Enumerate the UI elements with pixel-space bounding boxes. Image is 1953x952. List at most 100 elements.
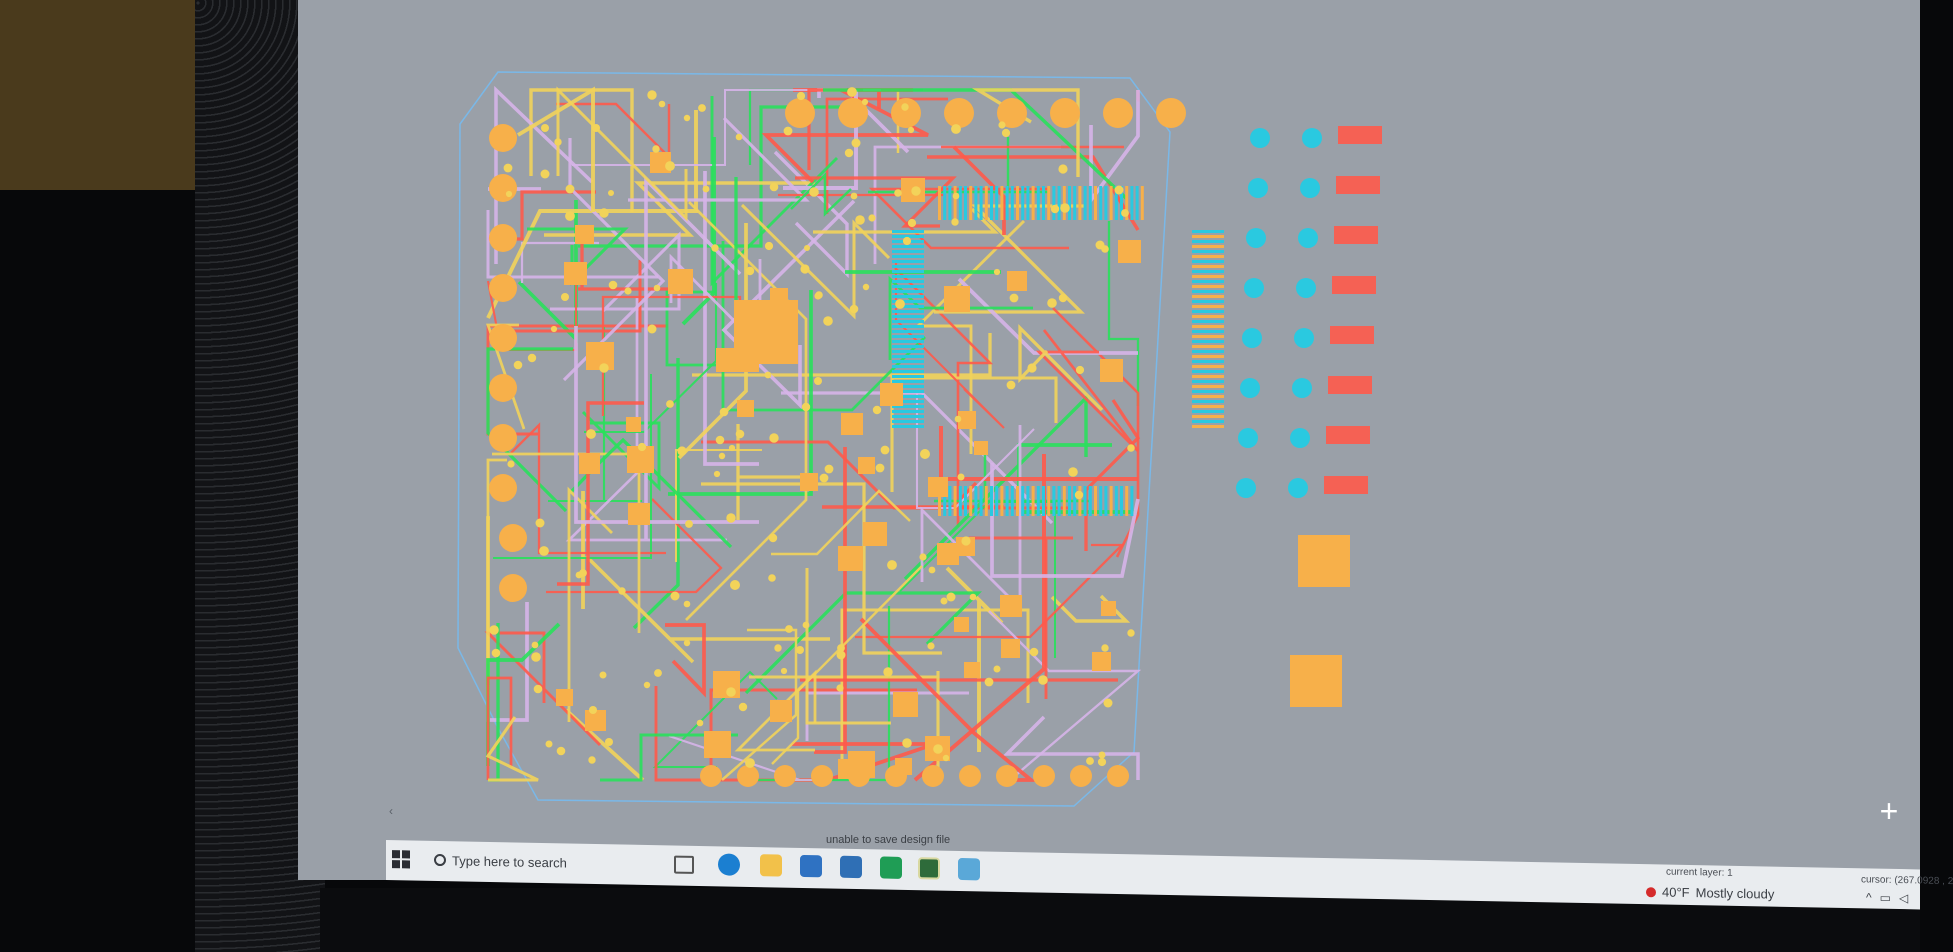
smd-pad [1332, 276, 1376, 294]
ic-pin [1099, 486, 1103, 516]
ic-pin [984, 486, 988, 516]
header-pad [996, 765, 1018, 787]
trace [736, 424, 807, 520]
via [503, 163, 513, 173]
smd-pad [1001, 639, 1020, 658]
smd-pad [564, 262, 587, 285]
via [702, 185, 710, 193]
trace [710, 96, 839, 287]
via [608, 190, 614, 196]
sheets-icon[interactable] [880, 856, 902, 879]
trace [486, 347, 573, 513]
via [800, 264, 810, 274]
via [1009, 293, 1019, 303]
windows-start-icon[interactable] [388, 846, 414, 872]
via [670, 591, 680, 601]
pcb-layout[interactable] [298, 0, 1920, 808]
ic-pin [892, 385, 924, 388]
taskbar-search[interactable]: Type here to search [426, 845, 676, 880]
via [850, 192, 858, 200]
ic-pin [892, 315, 924, 318]
edge-pad [489, 474, 517, 502]
mail-icon[interactable] [840, 855, 862, 879]
inner-pad [1298, 228, 1318, 248]
via [554, 138, 562, 146]
ic-pin [984, 186, 988, 220]
ic-pin [1068, 486, 1071, 516]
store-icon[interactable] [800, 854, 822, 878]
via [745, 266, 755, 276]
pcb-design-canvas[interactable]: ‹ + [298, 0, 1920, 827]
via [902, 738, 912, 748]
editor-app-icon[interactable] [958, 857, 980, 881]
trace [510, 422, 666, 555]
edge-icon[interactable] [718, 853, 740, 876]
via [1006, 380, 1016, 390]
ic-pin [1192, 380, 1224, 383]
ic-pin [1031, 186, 1035, 220]
trace [990, 463, 1140, 578]
smd-pad [713, 671, 740, 698]
ic-pin [1036, 186, 1040, 220]
trace [556, 102, 671, 160]
ic-pin [1192, 365, 1224, 368]
via [618, 587, 626, 595]
ic-pin [1192, 410, 1224, 413]
via [605, 738, 613, 746]
trace [557, 401, 644, 586]
trace [795, 176, 957, 228]
file-explorer-icon[interactable] [760, 854, 782, 877]
edge-pad [489, 174, 517, 202]
via [954, 415, 962, 423]
ic-pin [964, 486, 967, 516]
smd-pad [954, 617, 969, 632]
trace [632, 358, 680, 630]
ic-pad [1290, 655, 1342, 707]
trace [529, 88, 634, 212]
trace [805, 568, 891, 725]
speaker-icon[interactable]: ◁ [1898, 891, 1909, 906]
ic-pin [1062, 486, 1066, 516]
via [764, 241, 774, 251]
via [907, 126, 915, 134]
ic-pin [1062, 186, 1066, 220]
trace [740, 203, 891, 320]
weather-widget[interactable]: 40°F Mostly cloudy [1646, 884, 1774, 902]
ic-pin [892, 345, 924, 348]
ic-pin [1104, 186, 1108, 220]
search-icon [434, 853, 446, 867]
smd-pad [895, 758, 912, 775]
inner-pad [1246, 228, 1266, 248]
via [880, 445, 890, 455]
inner-pad [1240, 378, 1260, 398]
edge-pad [499, 524, 527, 552]
trace [790, 171, 852, 217]
smd-pad [964, 662, 980, 678]
network-icon[interactable]: ▭ [1879, 890, 1891, 905]
header-pad [891, 98, 921, 128]
via [780, 667, 788, 675]
via [647, 324, 657, 334]
ic-pin [1192, 420, 1224, 423]
background-wall [0, 0, 215, 190]
zoom-cursor-icon[interactable]: + [1879, 793, 1899, 829]
trace [814, 447, 847, 754]
ic-pin [1192, 350, 1224, 353]
header-pad [1103, 98, 1133, 128]
vias [489, 87, 1135, 768]
via [726, 687, 736, 697]
task-view-icon[interactable] [674, 855, 694, 874]
ic-pin [892, 350, 924, 353]
ic-pin [1192, 285, 1224, 288]
pcb-app-icon[interactable] [918, 857, 940, 880]
via [861, 98, 869, 106]
ic-pin [953, 186, 957, 220]
via [802, 621, 810, 629]
via [592, 124, 600, 132]
scroll-left-arrow[interactable]: ‹ [389, 804, 393, 818]
chevron-up-icon[interactable]: ^ [1866, 890, 1872, 905]
ic-pin [1068, 186, 1071, 220]
via [1127, 629, 1135, 637]
smd-pad [556, 689, 573, 706]
trace [556, 86, 688, 222]
